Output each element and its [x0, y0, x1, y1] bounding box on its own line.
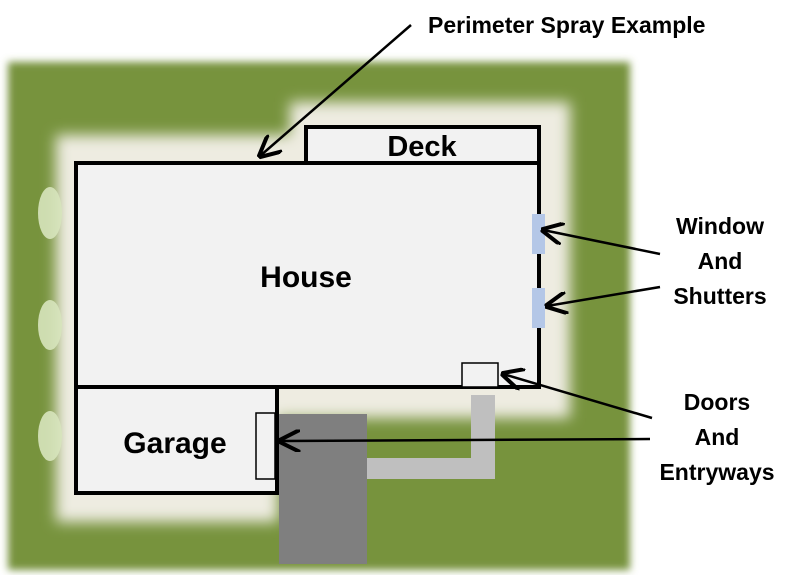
- front-door-arrow: [503, 374, 653, 420]
- window-label-line1: Window: [676, 213, 764, 239]
- window-label-line2: And: [698, 248, 743, 274]
- garage-label: Garage: [123, 427, 226, 460]
- window-label-line3: Shutters: [673, 283, 766, 309]
- window-shutter: [532, 214, 545, 254]
- garage-door: [255, 412, 276, 480]
- doors-label-line1: Doors: [684, 389, 750, 415]
- perimeter-label: Perimeter Spray Example: [428, 12, 705, 38]
- shrub: [38, 300, 62, 350]
- shutter-arrow: [547, 285, 661, 306]
- deck: [304, 125, 541, 165]
- shrub: [38, 411, 62, 461]
- doors-label-line3: Entryways: [659, 459, 774, 485]
- front-door: [461, 362, 499, 388]
- house: [74, 161, 541, 389]
- house-label: House: [260, 261, 352, 294]
- garage-door-arrow: [280, 439, 651, 441]
- window-arrow: [543, 230, 661, 256]
- perimeter-arrow: [260, 24, 412, 156]
- garage: [74, 385, 279, 495]
- shrub: [38, 187, 62, 239]
- walkway-horizontal: [367, 458, 495, 479]
- driveway: [279, 414, 367, 564]
- window-shutter: [532, 288, 545, 328]
- deck-label: Deck: [387, 131, 457, 163]
- doors-label-line2: And: [695, 424, 740, 450]
